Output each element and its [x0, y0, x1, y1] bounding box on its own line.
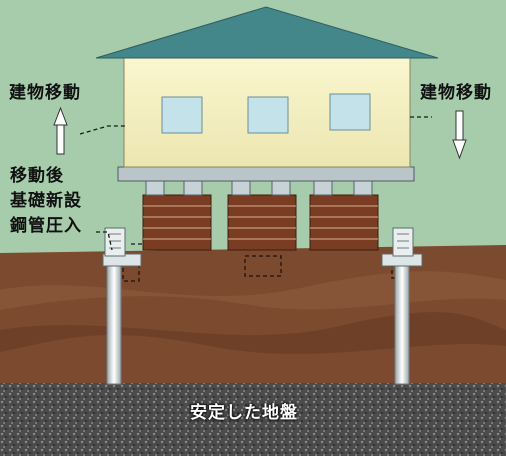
arrow-up-icon — [53, 106, 68, 155]
house-window — [247, 96, 289, 134]
label-move-left: 建物移動 — [9, 83, 81, 103]
soil-band — [0, 271, 506, 310]
house-window — [161, 96, 203, 134]
house-base-beam — [117, 166, 415, 182]
soil-band — [0, 312, 506, 354]
new-foundation-left — [102, 227, 142, 267]
label-move-right: 建物移動 — [420, 83, 492, 103]
arrow-down-icon — [452, 110, 467, 160]
brick-pier — [227, 194, 297, 251]
house-roof — [95, 6, 439, 59]
steel-pipe-right — [394, 263, 410, 385]
leader-lines — [79, 116, 432, 251]
stable-ground — [0, 383, 506, 456]
label-steps-2: 基礎新設 — [10, 191, 82, 211]
jack-supports — [145, 180, 373, 196]
steel-pipe-left — [106, 261, 122, 385]
house-window — [329, 93, 371, 131]
label-stable-ground: 安定した地盤 — [190, 403, 298, 423]
old-footing-outline — [244, 255, 282, 277]
brick-pier — [309, 194, 379, 251]
label-steps-3: 鋼管圧入 — [10, 216, 82, 236]
label-steps-1: 移動後 — [10, 166, 64, 186]
brick-pier — [142, 194, 212, 251]
new-foundation-right — [381, 227, 423, 267]
